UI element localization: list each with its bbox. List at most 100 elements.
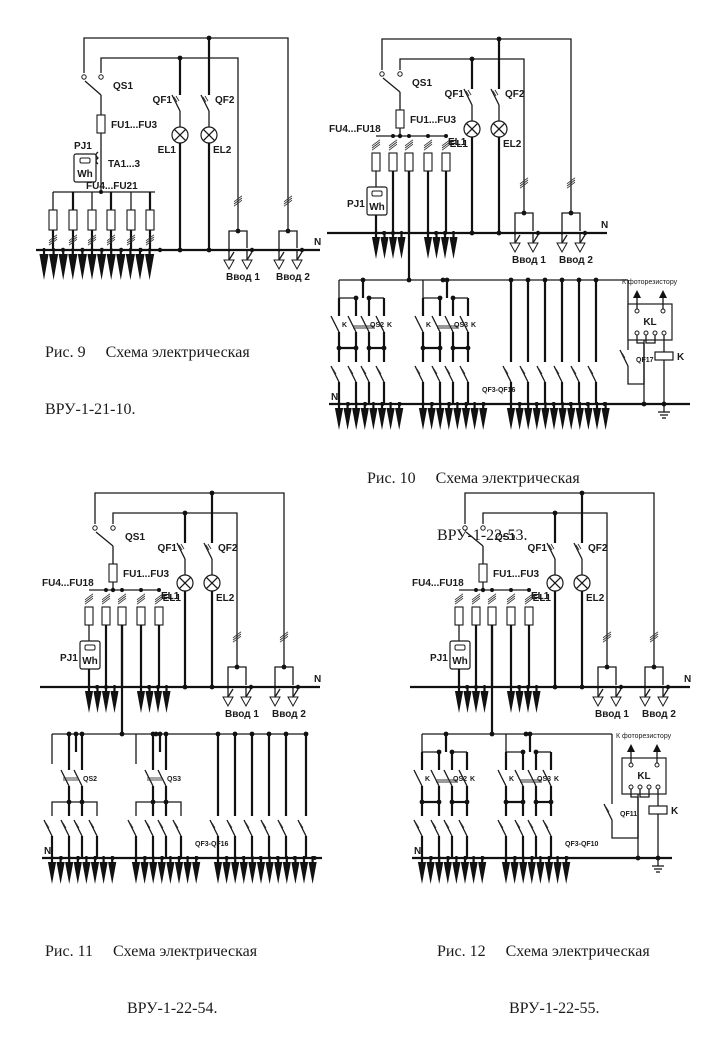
wire [227,688,234,698]
phase-mark-icon [441,139,451,147]
phase-mark-icon [506,595,516,603]
wire [228,251,235,261]
junction-dot [258,856,263,860]
meter-display [371,190,383,197]
fu-main-label: FU1...FU3 [410,115,457,126]
junction-dot [93,856,98,860]
junction-dot [59,856,63,860]
qs2-label: QS2 [453,776,467,783]
fuse-icon [87,209,97,231]
terminal-icon [646,784,652,790]
fuse-icon [441,152,451,172]
phase-mark-icon [566,179,576,187]
load-arrow-icon [601,408,610,430]
switch-contact-icon [413,769,423,787]
junction-dot [157,588,161,592]
wire [662,688,669,698]
phase-mark-icon [506,593,516,601]
input2-label: Ввод 2 [559,255,593,266]
qf1-breaker-icon [171,94,181,112]
fuse-icon [117,606,127,626]
terminal-icon [655,784,661,790]
phase-mark-icon [487,595,497,603]
junction-dot [382,231,386,235]
junction-dot [480,856,485,860]
load-arrow-icon [444,408,453,430]
junction-dot [241,856,246,860]
junction-dot [526,685,530,689]
terminal-icon [462,525,468,531]
load-arrow-icon [192,862,201,884]
breaker-tip [548,544,553,551]
load-arrow-icon [308,862,317,884]
load-arrow-icon [558,408,567,430]
breaker-tip [432,822,437,829]
fuse-icon [471,606,481,626]
terminal-icon [654,762,660,768]
el1-label: EL1 [448,137,467,148]
input-terminal-icon [287,696,299,708]
breaker-tip [516,822,521,829]
qf-breaker-icon [519,365,529,383]
breaker-tip [621,352,626,359]
breaker-tip [174,822,179,829]
caption-title: Рис. 11 Схема электрическая [45,943,258,960]
wire [399,58,525,213]
load-arrow-icon [291,862,300,884]
load-arrow-icon [452,862,461,884]
breaker-tip [572,368,577,375]
load-arrow-icon [108,862,117,884]
switch-contact-icon [542,769,552,787]
load-arrow-icon [480,691,489,713]
qf-breaker-icon [514,819,524,837]
meter-label: Wh [77,169,93,180]
load-arrow-icon [432,237,441,259]
caption-model: ВРУ-1-22-54. [127,1000,218,1017]
load-arrow-icon [131,862,141,884]
junction-dot [436,799,442,805]
coil-label: K [671,806,679,817]
wire [245,688,252,698]
load-arrow-icon [106,254,116,280]
terminal-icon [652,330,658,336]
load-arrow-icon [145,691,154,713]
load-arrow-icon [461,408,471,430]
load-arrow-icon [282,862,291,884]
breaker-tip [90,822,95,829]
qf-breaker-icon [570,365,580,383]
junction-dot [66,731,72,737]
terminal-icon [110,525,116,531]
wire [278,230,298,252]
fuse-icon [106,209,116,231]
load-arrow-icon [553,862,562,884]
junction-dot [503,799,509,805]
phase-mark-icon [84,595,94,603]
input2-label: Ввод 2 [272,709,306,720]
phase-mark-icon [136,595,146,603]
phase-mark-icon [106,236,116,244]
breaker-tip [228,822,233,829]
load-arrow-icon [427,408,436,430]
breaker-tip [499,822,504,829]
phase-mark-icon [454,597,464,605]
junction-dot [80,247,85,253]
qf-breaker-icon [60,819,70,837]
junction-dot [533,799,539,805]
junction-dot [551,402,556,406]
fu-main-label: FU1...FU3 [111,120,158,131]
phase-mark-icon [136,597,146,605]
breaker-tip [332,368,337,375]
wire [94,492,285,667]
phase-mark-icon [602,631,612,639]
load-arrow-icon [527,862,536,884]
phase-mark-icon [519,181,529,189]
switch-contact-icon [459,315,469,333]
switch-contact-icon [444,315,454,333]
fuse-icon [524,606,534,626]
fuse-icon [108,563,118,583]
load-arrow-icon [149,862,158,884]
wire [644,688,651,698]
neutral-label-lower: N [331,392,338,403]
qf-breaker-icon [172,819,182,837]
load-arrow-icon [162,691,171,713]
